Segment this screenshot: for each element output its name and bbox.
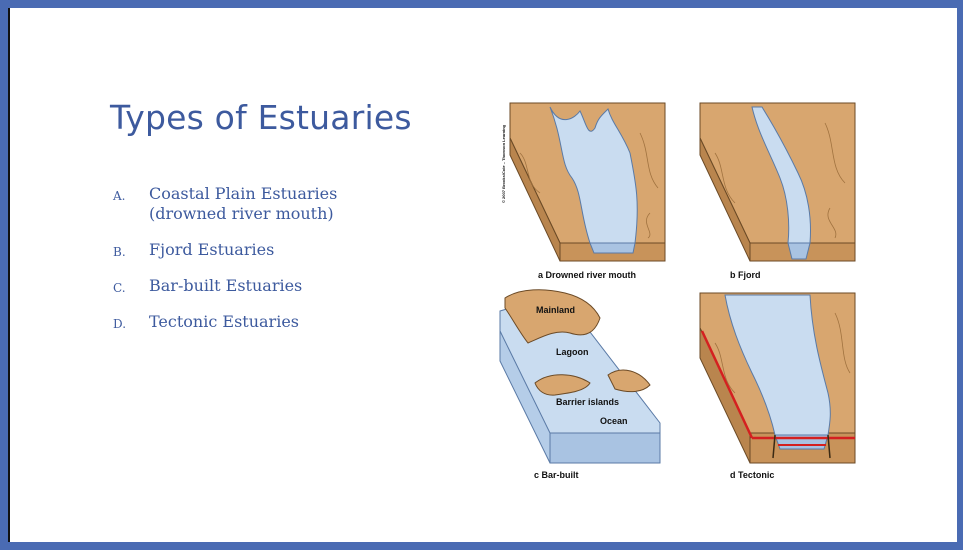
list-item-text: Coastal Plain Estuaries (drowned river m… [149, 184, 337, 224]
ocean-label: Ocean [600, 416, 628, 426]
ocean-front [550, 433, 660, 463]
list-marker: D. [113, 314, 126, 334]
water-front [590, 243, 635, 253]
slide-title: Types of Estuaries [110, 98, 412, 137]
panel-c-caption: c Bar-built [534, 470, 579, 480]
list-marker: A. [113, 186, 125, 206]
panel-d-tectonic: d Tectonic [700, 293, 855, 480]
list-item: B. Fjord Estuaries [113, 240, 337, 260]
water-front [788, 243, 810, 259]
panel-d-caption: d Tectonic [730, 470, 774, 480]
lagoon-label: Lagoon [556, 347, 589, 357]
panel-b-fjord: b Fjord [700, 103, 855, 280]
list-item: D. Tectonic Estuaries [113, 312, 337, 332]
mainland-label: Mainland [536, 305, 575, 315]
list-marker: B. [113, 242, 126, 262]
list-marker: C. [113, 278, 126, 298]
estuary-types-list: A. Coastal Plain Estuaries (drowned rive… [113, 184, 337, 348]
estuary-types-figure: © 2007 Brooks/Cole – Thomson Learning a … [490, 93, 860, 485]
list-item: A. Coastal Plain Estuaries (drowned rive… [113, 184, 337, 224]
list-item-text: Fjord Estuaries [149, 240, 337, 260]
list-item: C. Bar-built Estuaries [113, 276, 337, 296]
list-item-text: Tectonic Estuaries [149, 312, 337, 332]
estuary-diagram: © 2007 Brooks/Cole – Thomson Learning a … [490, 93, 860, 485]
list-item-text: Bar-built Estuaries [149, 276, 337, 296]
panel-a-drowned-river-mouth: a Drowned river mouth [510, 103, 665, 280]
barrier-island [608, 370, 650, 392]
barrier-islands-label: Barrier islands [556, 397, 619, 407]
panel-c-bar-built: Mainland Lagoon Barrier islands Ocean c … [500, 290, 660, 480]
panel-a-caption: a Drowned river mouth [538, 270, 636, 280]
panel-b-caption: b Fjord [730, 270, 761, 280]
slide: Types of Estuaries A. Coastal Plain Estu… [8, 8, 957, 542]
figure-credit: © 2007 Brooks/Cole – Thomson Learning [501, 124, 506, 203]
